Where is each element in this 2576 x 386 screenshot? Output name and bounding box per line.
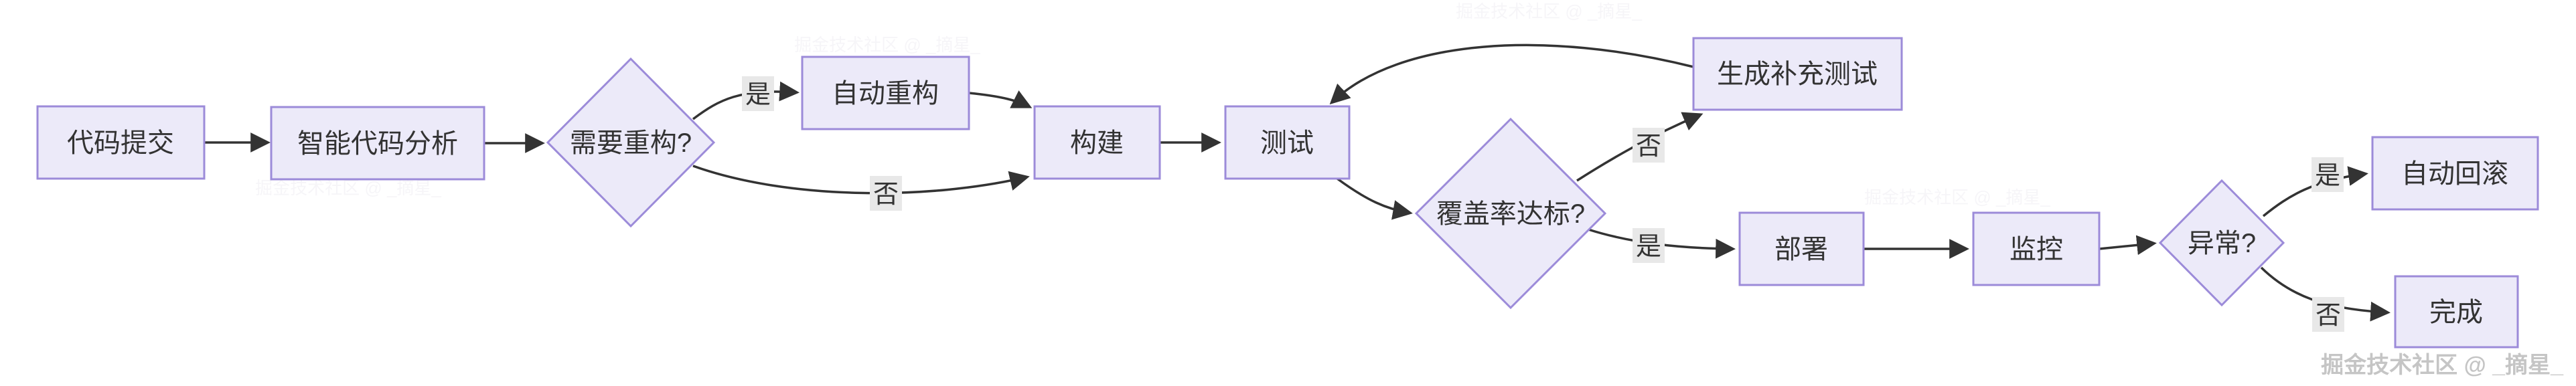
node-label: 测试 <box>1260 128 1314 158</box>
node-box <box>1738 211 1865 286</box>
decision-diamond <box>1414 117 1607 310</box>
node-done: 完成 <box>2394 275 2519 349</box>
node-box <box>1033 105 1161 180</box>
node-label: 完成 <box>2429 298 2483 327</box>
edge-label-text: 否 <box>2316 302 2341 330</box>
edge-need-refactor-yes-to-auto-refactor <box>692 81 800 120</box>
edge-label-bg <box>2312 297 2344 332</box>
decision-anomaly-check: 异常? <box>2158 179 2285 307</box>
node-box <box>1692 37 1903 111</box>
edge-label-yes-refactor: 是 <box>742 76 774 111</box>
node-label: 构建 <box>1070 128 1124 158</box>
ghost-watermark: 掘金技术社区 @ _摘星_ <box>255 178 441 198</box>
node-monitor: 监控 <box>1972 211 2101 286</box>
edge-coverage-check-no-to-gen-extra-tests <box>1576 112 1703 182</box>
watermark-credit: 掘金技术社区 @ _摘星_ <box>2321 352 2564 378</box>
node-box <box>801 56 970 130</box>
edge-label-bg <box>2312 157 2344 192</box>
edge-test-to-coverage-check <box>1336 177 1413 220</box>
ghost-watermark: 掘金技术社区 @ _摘星_ <box>1456 1 1642 21</box>
edge-label-text: 是 <box>2315 162 2340 190</box>
node-auto-rollback: 自动回滚 <box>2371 136 2539 211</box>
node-gen-extra-tests: 生成补充测试 <box>1692 37 1903 111</box>
node-box <box>2371 136 2539 211</box>
edge-label-no-coverage: 否 <box>1633 128 1665 163</box>
edge-label-text: 是 <box>745 81 771 109</box>
decision-diamond <box>2158 179 2285 307</box>
ghost-watermark: 掘金技术社区 @ _摘星_ <box>794 35 980 55</box>
edge-auto-refactor-to-build <box>968 90 1033 108</box>
node-build: 构建 <box>1033 105 1161 180</box>
edge-label-yes-coverage: 是 <box>1633 228 1665 263</box>
node-box <box>270 106 485 181</box>
decision-need-refactor: 需要重构? <box>546 57 716 228</box>
node-box <box>2394 275 2519 349</box>
edge-label-text: 否 <box>1636 132 1661 161</box>
node-box <box>1224 105 1351 180</box>
edge-label-bg <box>1633 228 1665 263</box>
edge-anomaly-check-no-to-done <box>2260 266 2391 322</box>
node-label: 生成补充测试 <box>1717 60 1878 89</box>
edge-label-no-anomaly: 否 <box>2312 297 2344 332</box>
node-auto-refactor: 自动重构 <box>801 56 970 130</box>
node-test: 测试 <box>1224 105 1351 180</box>
edge-anomaly-check-yes-to-auto-rollback <box>2262 166 2368 217</box>
edge-gen-extra-tests-to-test <box>1329 43 1694 105</box>
node-code-commit: 代码提交 <box>36 105 206 180</box>
node-label: 覆盖率达标? <box>1436 199 1585 229</box>
decision-coverage-check: 覆盖率达标? <box>1414 117 1607 310</box>
node-code-analysis: 智能代码分析 <box>270 106 485 181</box>
node-label: 需要重构? <box>570 128 692 158</box>
edge-label-text: 是 <box>1636 233 1661 261</box>
edge-label-yes-anomaly: 是 <box>2312 157 2344 192</box>
edge-need-refactor-no-to-build <box>692 165 1030 195</box>
node-box <box>36 105 206 180</box>
node-label: 代码提交 <box>67 128 174 158</box>
ghost-watermark: 掘金技术社区 @ _摘星_ <box>1864 187 2050 207</box>
edge-label-no-refactor: 否 <box>870 176 902 211</box>
node-label: 自动重构 <box>832 79 939 108</box>
edge-label-bg <box>742 76 774 111</box>
node-label: 智能代码分析 <box>297 129 458 159</box>
node-label: 监控 <box>2010 235 2063 264</box>
edge-label-text: 否 <box>873 181 899 209</box>
node-label: 自动回滚 <box>2401 159 2508 189</box>
decision-diamond <box>546 57 716 228</box>
node-label: 部署 <box>1774 235 1828 264</box>
node-box <box>1972 211 2101 286</box>
edge-label-bg <box>1633 128 1665 163</box>
node-label: 异常? <box>2188 229 2256 258</box>
node-deploy: 部署 <box>1738 211 1865 286</box>
edge-monitor-to-anomaly-check <box>2099 235 2157 256</box>
edge-label-bg <box>870 176 902 211</box>
